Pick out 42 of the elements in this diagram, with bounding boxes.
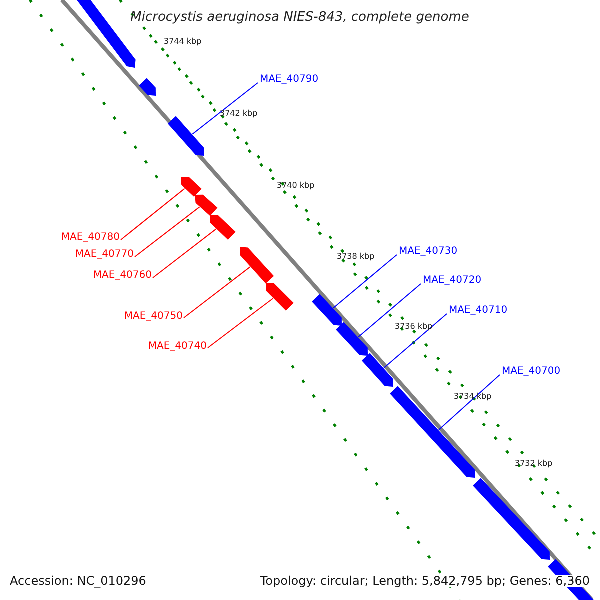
- leader-line: [152, 228, 217, 278]
- scale-label: 3736 kbp: [395, 323, 433, 331]
- gene-feature: [390, 386, 475, 478]
- footer-text: Topology: circular; Length: 5,842,795 bp; Genes: 6,360: [260, 575, 590, 587]
- leader-line: [134, 206, 200, 258]
- leader-line: [358, 284, 422, 338]
- scale-label: 3734 kbp: [454, 393, 492, 401]
- gene-feature: [210, 215, 236, 240]
- scale-label: 3744 kbp: [164, 38, 202, 46]
- gene-label: MAE_40740: [148, 342, 207, 352]
- leader-line: [120, 188, 186, 240]
- gene-feature: [312, 294, 342, 326]
- gene-feature: [362, 353, 394, 387]
- gene-label: MAE_40770: [75, 250, 134, 260]
- gene-feature: [181, 177, 202, 197]
- gene-feature: [240, 247, 274, 284]
- leader-line: [208, 298, 274, 348]
- gene-feature: [336, 322, 368, 356]
- leader-line: [438, 374, 500, 430]
- title: Microcystis aeruginosa NIES-843, complete genome: [130, 11, 470, 24]
- gene-label: MAE_40730: [399, 247, 458, 257]
- gene-feature: [266, 283, 294, 311]
- gene-feature: [195, 194, 218, 216]
- gene-label: MAE_40760: [93, 271, 152, 281]
- footer-text: Accession: NC_010296: [10, 575, 146, 587]
- gene-feature: [139, 78, 156, 96]
- leader-line: [384, 314, 448, 369]
- gene-label: MAE_40710: [449, 306, 508, 316]
- scale-label: 3738 kbp: [337, 253, 375, 261]
- leader-line: [192, 82, 258, 135]
- scale-label: 3732 kbp: [515, 460, 553, 468]
- gene-label: MAE_40700: [502, 367, 561, 377]
- scale-label: 3742 kbp: [220, 110, 258, 118]
- gene-label: MAE_40780: [61, 233, 120, 243]
- gene-label: MAE_40720: [423, 276, 482, 286]
- gene-feature: [168, 116, 204, 156]
- leader-line: [333, 254, 398, 309]
- leader-line: [184, 266, 251, 318]
- gene-feature: [473, 478, 550, 560]
- gene-label: MAE_40750: [124, 312, 183, 322]
- scale-label: 3740 kbp: [277, 182, 315, 190]
- gene-label: MAE_40790: [260, 75, 319, 85]
